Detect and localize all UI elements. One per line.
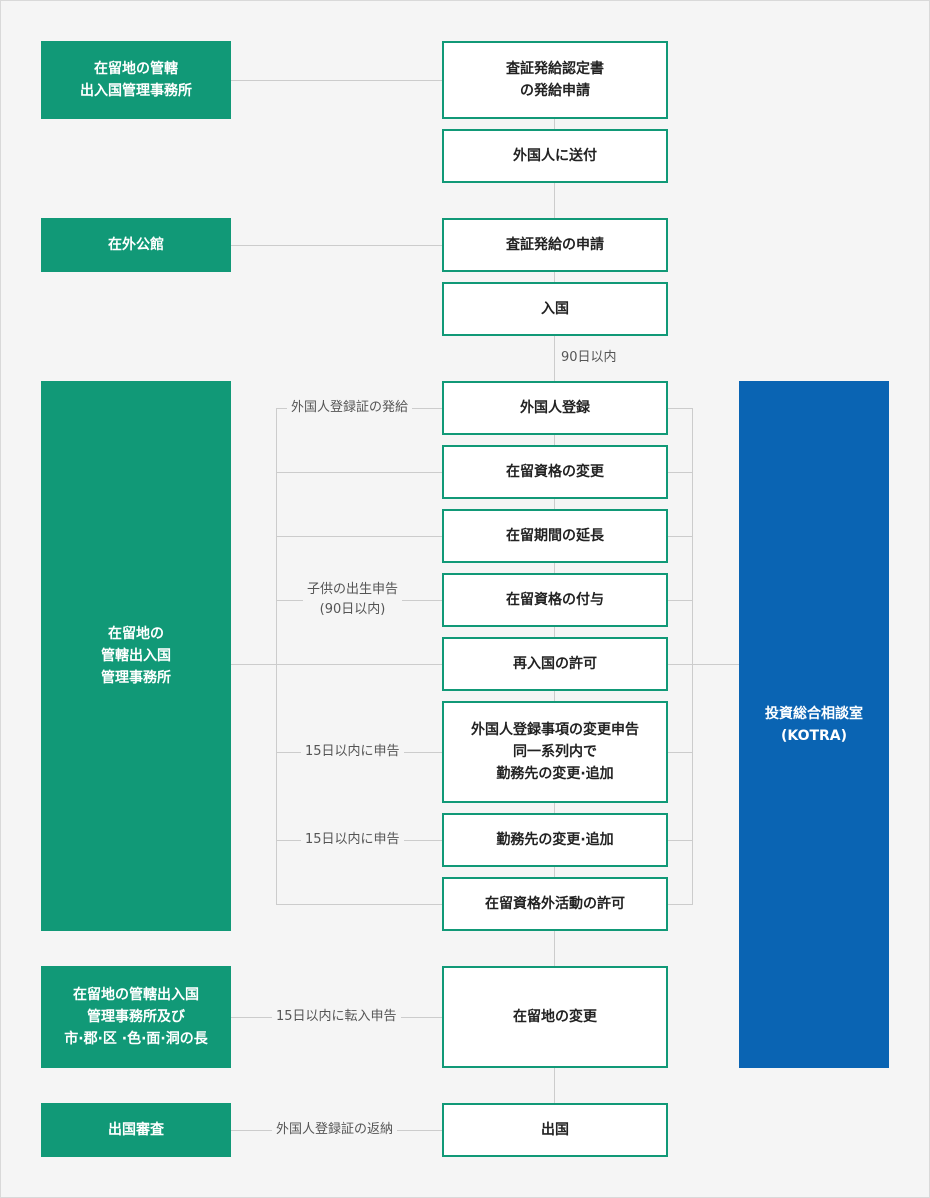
center-box-label: 入国 [541,301,569,317]
bracket-right-h2 [664,472,693,473]
center-box-alien-registration: 外国人登録 [442,381,668,435]
center-box-label: 在留地の変更 [513,1009,597,1025]
left-box-immigration-office-main: 在留地の 管轄出入国 管理事務所 [41,381,231,931]
center-box-label: 在留期間の延長 [506,528,604,544]
center-box-entry: 入国 [442,282,668,336]
center-box-status-grant: 在留資格の付与 [442,573,668,627]
center-box-label: 外国人に送付 [513,148,597,164]
label-within-15-days-b: 15日以内に申告 [301,830,404,850]
center-box-label: 外国人登録 [520,400,590,416]
center-box-label: 査証発給の申請 [506,237,604,253]
center-box-visa-certificate-application: 査証発給認定書 の発給申請 [442,41,668,119]
bracket-right-h4 [664,600,693,601]
bracket-right-h6 [664,752,693,753]
left-box-label: 在外公館 [108,237,164,253]
connector-h-left-1 [231,80,442,81]
right-box-label: 投資総合相談室 (KOTRA) [765,705,863,744]
left-box-immigration-and-local: 在留地の管轄出入国 管理事務所及び 市·郡·区 ·色·面·洞の長 [41,966,231,1068]
connector-h-left-2 [231,245,442,246]
center-box-send-to-foreigner: 外国人に送付 [442,129,668,183]
bracket-left-h2 [276,472,442,473]
center-box-registration-change-report: 外国人登録事項の変更申告 同一系列内で 勤務先の変更·追加 [442,701,668,803]
center-box-workplace-change: 勤務先の変更·追加 [442,813,668,867]
left-box-label: 在留地の 管轄出入国 管理事務所 [101,626,171,686]
center-box-label: 外国人登録事項の変更申告 同一系列内で 勤務先の変更·追加 [471,722,639,782]
left-box-label: 在留地の管轄出入国 管理事務所及び 市·郡·区 ·色·面·洞の長 [64,987,208,1047]
connector-h-left-3 [231,664,442,665]
center-box-stay-extension: 在留期間の延長 [442,509,668,563]
bracket-right-h7 [664,840,693,841]
bracket-left-vertical [276,408,277,905]
center-box-label: 在留資格の変更 [506,464,604,480]
center-box-status-change: 在留資格の変更 [442,445,668,499]
left-box-overseas-mission: 在外公館 [41,218,231,272]
bracket-left-h8 [276,904,442,905]
center-box-label: 在留資格外活動の許可 [485,896,625,912]
center-box-label: 査証発給認定書 の発給申請 [506,61,604,99]
bracket-right-h8 [664,904,693,905]
center-box-visa-application: 査証発給の申請 [442,218,668,272]
center-box-label: 再入国の許可 [513,656,597,672]
left-box-immigration-office: 在留地の管轄 出入国管理事務所 [41,41,231,119]
left-box-label: 出国審査 [108,1122,164,1138]
label-return-registration: 外国人登録証の返納 [272,1120,398,1140]
bracket-right-h3 [664,536,693,537]
left-box-departure-inspection: 出国審査 [41,1103,231,1157]
bracket-left-h3 [276,536,442,537]
bracket-right-vertical [692,408,693,905]
center-box-label: 在留資格の付与 [506,592,604,608]
center-box-label: 出国 [541,1122,569,1138]
center-box-extra-activity-permit: 在留資格外活動の許可 [442,877,668,931]
label-transfer-report: 15日以内に転入申告 [272,1007,401,1027]
center-box-residence-change: 在留地の変更 [442,966,668,1068]
bracket-right-h5 [664,664,739,665]
left-box-label: 在留地の管轄 出入国管理事務所 [80,61,192,99]
label-child-birth: 子供の出生申告 (90日以内) [303,580,403,620]
center-box-reentry-permit: 再入国の許可 [442,637,668,691]
label-ninety-days: 90日以内 [561,348,617,368]
label-registration-issue: 外国人登録証の発給 [287,398,413,418]
center-box-departure: 出国 [442,1103,668,1157]
center-box-label: 勤務先の変更·追加 [496,832,614,848]
right-box-kotra: 投資総合相談室 (KOTRA) [739,381,889,1068]
label-within-15-days-a: 15日以内に申告 [301,742,404,762]
bracket-right-h1 [664,408,693,409]
